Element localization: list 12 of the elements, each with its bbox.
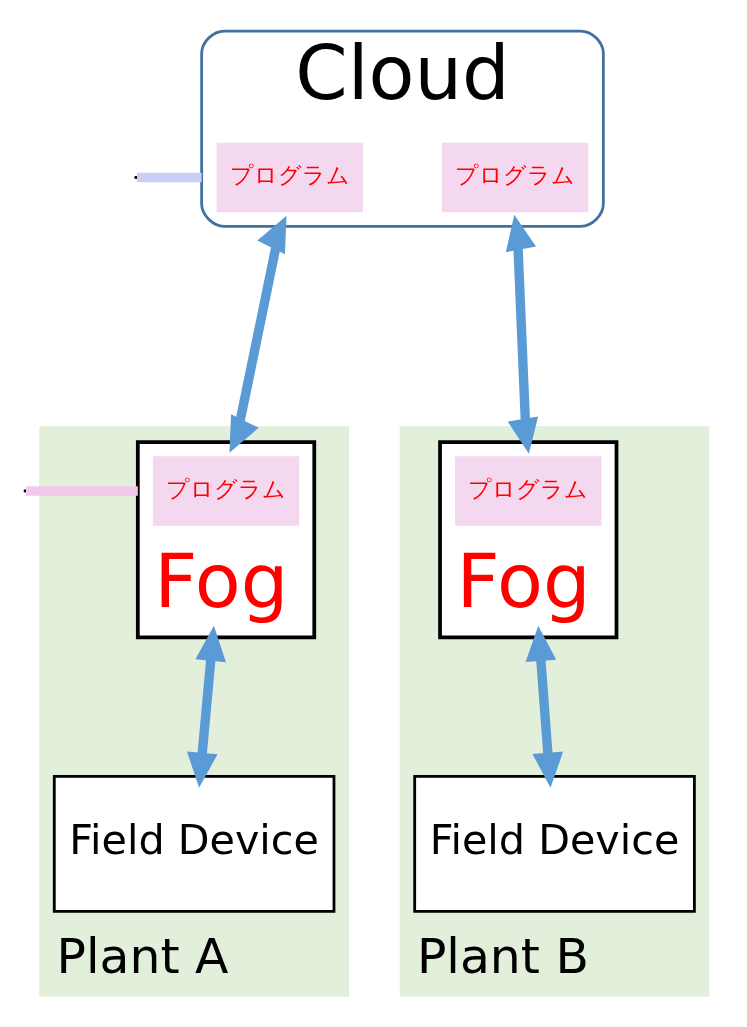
arrow [525, 625, 563, 788]
node-box: プログラム [454, 456, 601, 526]
node-box: プログラム [152, 456, 299, 526]
node-box: Field Device [412, 774, 696, 913]
node-box: Field Device [52, 774, 335, 913]
node-box: プログラム [216, 142, 363, 213]
node-box: プログラム [441, 142, 588, 213]
arrow [228, 215, 287, 453]
arrow [505, 214, 538, 454]
connector [136, 172, 202, 183]
connector [25, 486, 138, 496]
arrow [186, 625, 226, 788]
